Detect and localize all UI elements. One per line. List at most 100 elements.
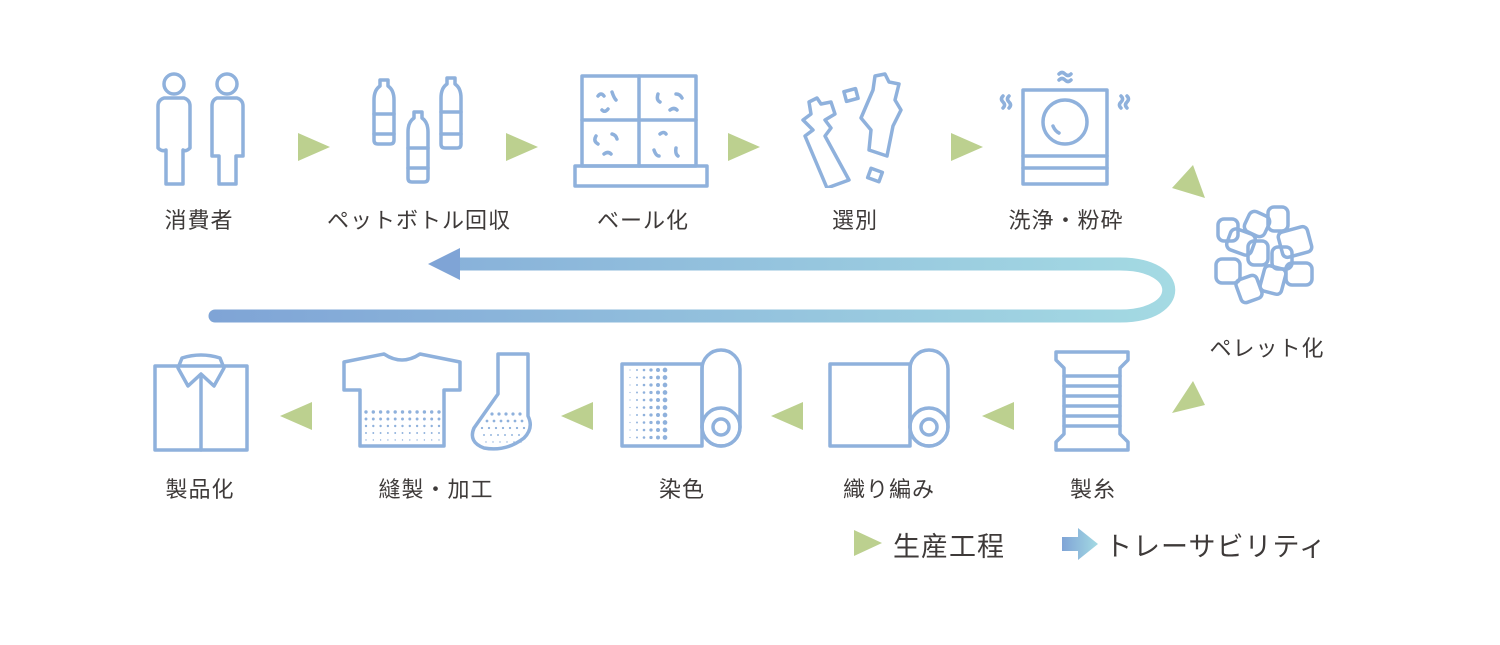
pattern-dot [365,432,367,434]
pattern-dot [656,375,660,380]
pattern-dot [656,428,660,432]
pattern-dot [662,405,668,410]
pattern-dot [649,405,653,410]
pattern-dot [394,439,396,441]
pattern-dot [372,439,374,441]
pattern-dot [386,410,390,414]
pattern-dot [649,383,653,387]
process-arrow-2 [506,133,538,161]
process-arrow-6 [1172,381,1205,413]
pattern-dot [371,410,375,414]
pattern-dot [423,439,426,441]
step-label-yarn-making: 製糸 [1069,478,1117,503]
step-label-productization: 製品化 [165,478,235,503]
pattern-dot [394,424,397,428]
pattern-dot [629,414,631,416]
pattern-dot [636,414,638,416]
pattern-dot [401,417,404,421]
pattern-dot [649,375,653,380]
pattern-dot [483,434,485,436]
pattern-dot [656,383,660,387]
pet-bottles-icon [372,76,463,184]
pattern-dot [662,412,668,418]
pattern-dot [364,417,368,421]
tshirt-sock-icon [342,352,532,451]
legend-traceability-label: トレーサビリティ [1105,532,1327,563]
pattern-dot [504,434,506,436]
pattern-dot [662,427,668,433]
pattern-dot [379,424,382,428]
pattern-dot [490,412,494,416]
gradient-arrow-icon [1062,528,1098,560]
pattern-dot [372,432,375,434]
step-label-dyeing: 染色 [658,478,706,503]
pattern-dot [408,424,411,428]
pattern-dot [387,439,389,441]
pattern-dot [415,417,419,421]
pattern-dot [636,384,638,386]
pattern-dot [438,439,440,441]
crushed-bottles-icon [801,72,903,188]
pattern-dot [394,432,397,434]
process-arrow-10 [280,402,312,430]
pattern-dot [518,412,522,416]
pattern-dot [416,432,419,434]
pattern-dot [379,432,382,434]
pattern-dot [506,441,508,443]
step-label-weaving-knitting: 織り編み [842,478,936,503]
people-icon [156,72,245,186]
pattern-dot [408,432,411,434]
pattern-dot [629,421,631,424]
process-arrow-9 [561,402,593,430]
pattern-dot [656,368,660,372]
washing-machine-icon [999,70,1131,186]
process-arrow-4 [951,133,983,161]
pattern-dot [371,417,375,421]
pattern-dot [480,426,484,430]
shirt-icon [153,353,249,452]
pattern-dot [636,369,638,371]
pattern-dot [504,412,508,416]
pattern-dot [636,436,638,439]
pattern-dot [662,435,668,440]
pattern-dot [492,441,494,443]
step-label-sewing-processing: 縫製・加工 [378,478,494,503]
step-label-baling: ベール化 [596,209,690,234]
pattern-dot [520,441,522,443]
process-arrow-7 [982,402,1014,430]
pattern-dot [499,419,503,423]
pattern-dot [513,419,517,423]
pattern-dot [636,421,638,424]
pattern-dot [642,436,646,439]
pattern-dot [629,429,631,431]
pattern-dot [365,439,367,441]
pattern-dot [656,398,660,402]
pattern-dot [636,391,638,394]
pattern-dot [662,397,668,403]
pattern-dot [629,399,631,401]
pattern-dot [508,426,512,430]
pattern-dot [642,421,646,424]
pattern-dot [497,412,501,416]
pattern-dot [438,432,440,434]
pattern-dot [364,424,368,428]
pattern-dot [400,410,405,414]
pattern-dot [415,410,419,414]
pattern-dot [378,410,383,414]
pattern-dot [416,439,418,441]
pattern-dot [499,441,501,443]
pattern-dot [415,424,419,428]
pattern-dot [629,376,631,379]
dyed-fabric-roll-icon [620,348,742,448]
pattern-dot [430,417,434,421]
pattern-dot [656,390,660,395]
pattern-dot [372,424,375,428]
pattern-dot [393,417,397,421]
pattern-dot [642,383,646,387]
legend-production-label: 生産工程 [893,532,1005,563]
pattern-dot [649,368,653,372]
sock-dots [480,412,526,443]
step-label-washing-crushing: 洗浄・粉砕 [1008,209,1124,234]
pattern-dot [662,420,668,425]
pattern-dot [494,426,498,430]
